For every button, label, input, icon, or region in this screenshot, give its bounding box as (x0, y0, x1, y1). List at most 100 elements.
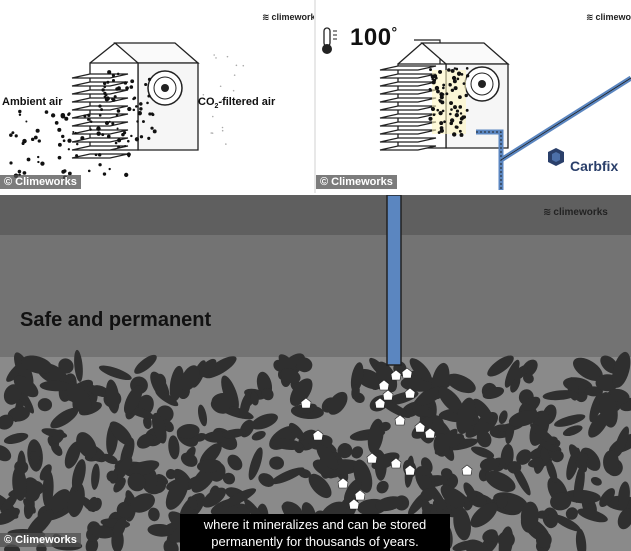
co2-particle (37, 160, 40, 164)
pore (3, 384, 22, 405)
pore (0, 494, 18, 513)
co2-particle (61, 134, 65, 139)
pore (111, 517, 127, 542)
pore (278, 354, 297, 374)
pore (12, 466, 27, 501)
co2-particle (105, 96, 110, 101)
pore (589, 391, 604, 423)
pore (343, 478, 362, 504)
co2-particle (22, 171, 27, 175)
pore (50, 407, 79, 429)
pore (498, 526, 514, 551)
co2-particle (9, 161, 13, 165)
co2-particle (100, 108, 104, 112)
co2-particle (98, 163, 102, 167)
air-particle (211, 132, 214, 134)
pore (479, 457, 500, 472)
co2-particle (18, 109, 22, 114)
co2-particle (450, 88, 455, 93)
air-particle (211, 115, 214, 118)
co2-particle (102, 81, 107, 86)
crystal (390, 369, 402, 381)
co2-particle (465, 67, 469, 70)
air-particle (215, 57, 217, 59)
pore (545, 458, 558, 483)
pore (418, 475, 432, 491)
co2-particle (57, 155, 62, 160)
pore (471, 446, 495, 459)
air-particle (242, 64, 245, 67)
heated-region (432, 70, 466, 134)
co2-particle (74, 131, 77, 135)
carbfix-logo-icon (548, 148, 564, 166)
pore (222, 472, 236, 485)
air-particle (225, 143, 227, 145)
pore (371, 452, 400, 470)
air-particle (224, 98, 226, 101)
pore (106, 470, 118, 482)
co2-particle (116, 72, 120, 76)
co2-particle (139, 102, 143, 106)
pore (196, 459, 222, 473)
co2-particle (135, 105, 138, 108)
pore (86, 384, 107, 397)
co2-particle (83, 114, 87, 118)
pore (375, 496, 403, 512)
co2-particle (453, 86, 458, 91)
pore (550, 492, 572, 511)
co2-particle (33, 135, 38, 140)
pore (221, 428, 247, 439)
climeworks-logo: ≋climewor (586, 12, 631, 22)
pore (148, 507, 160, 522)
co2-particle (50, 113, 56, 118)
crystal (404, 464, 416, 476)
ground-surface (0, 235, 631, 357)
co2-particle (104, 120, 110, 126)
slat (71, 137, 129, 143)
air-particle (240, 100, 242, 102)
credit-watermark: © Climeworks (0, 175, 81, 189)
pore (261, 387, 274, 401)
co2-particle (114, 141, 118, 145)
pore (563, 489, 601, 504)
co2-particle (37, 139, 41, 143)
co2-particle (35, 128, 40, 133)
co2-particle (37, 155, 40, 159)
pore (464, 539, 488, 551)
co2-particle (126, 139, 130, 143)
pore (536, 531, 552, 549)
pore (168, 435, 180, 460)
pore (204, 356, 237, 379)
pore (409, 358, 432, 382)
co2-particle (25, 120, 28, 123)
pore (438, 386, 464, 414)
pore (516, 449, 532, 465)
slat (379, 65, 437, 71)
co2-particle (117, 145, 121, 149)
pore (48, 489, 71, 514)
pore (289, 378, 313, 406)
pore (422, 416, 433, 427)
co2-particle (89, 128, 92, 131)
co2-particle (61, 169, 66, 174)
co2-particle (432, 113, 436, 117)
co2-particle (26, 157, 31, 162)
co2-particle (445, 92, 449, 96)
pore (523, 373, 534, 384)
pore (351, 384, 360, 400)
pore (421, 499, 432, 516)
co2-particle (57, 127, 62, 132)
pore (248, 447, 263, 481)
co2-particle (96, 126, 101, 131)
co2-particle (87, 118, 90, 121)
co2-particle (439, 121, 444, 126)
co2-particle (449, 118, 455, 123)
co2-particle (101, 133, 105, 137)
pore (125, 460, 160, 477)
pore (599, 392, 618, 428)
pore (113, 477, 126, 493)
pore (424, 480, 448, 511)
co2-particle (461, 115, 466, 120)
pore (577, 508, 608, 523)
co2-particle (108, 167, 111, 171)
